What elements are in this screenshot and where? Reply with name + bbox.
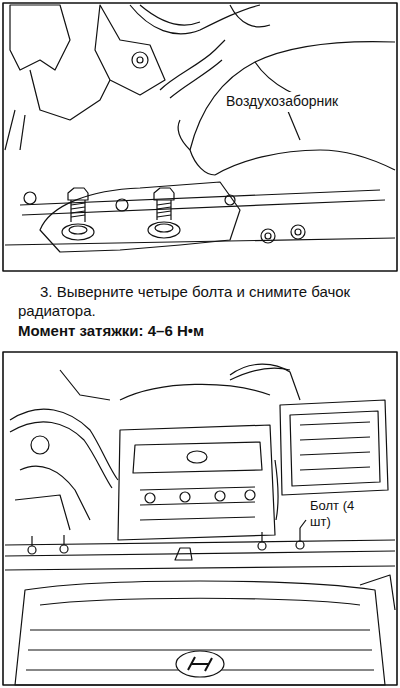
part-label: Воздухозаборник xyxy=(224,92,340,112)
radiator-tank-plate xyxy=(5,182,395,252)
frame xyxy=(3,352,397,685)
instruction-text: 3. Выверните четыре болта и снимите бачо… xyxy=(18,283,384,321)
bolts xyxy=(28,528,304,554)
bumper-edge xyxy=(360,575,395,610)
torque-note: Момент затяжки: 4–6 Н•м xyxy=(18,322,384,341)
air-intake xyxy=(178,42,395,175)
frame xyxy=(3,3,397,271)
engine xyxy=(118,368,290,540)
engine-parts xyxy=(5,5,270,150)
small-fasteners xyxy=(24,192,305,243)
leader-line xyxy=(300,520,306,528)
grille xyxy=(15,581,385,685)
air-filter-box xyxy=(230,364,388,495)
bolt xyxy=(62,188,94,240)
part-label: Болт (4 шт) xyxy=(308,497,358,532)
bolt xyxy=(148,188,180,238)
hoses xyxy=(10,370,278,530)
